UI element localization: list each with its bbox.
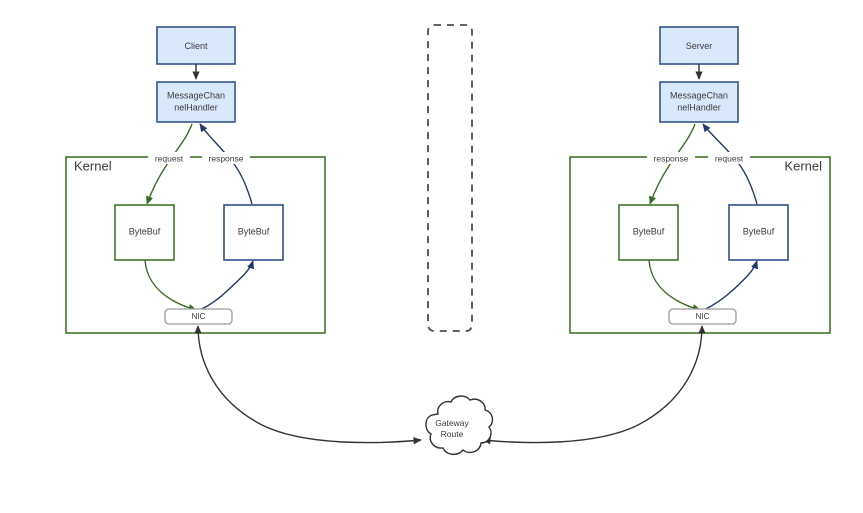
right-request-label: request	[715, 153, 744, 163]
left-bytebuf-request-box[interactable]	[114, 204, 175, 261]
cloud-shape[interactable]	[425, 395, 494, 455]
left-bytebuf-response-node[interactable]: ByteBuf	[223, 204, 284, 261]
right-response-flow-arrow	[649, 123, 696, 205]
right-bytebuf-to-nic-arrow	[648, 259, 701, 312]
right-request-label-bg	[708, 152, 750, 164]
left-handler-box[interactable]	[156, 81, 236, 123]
right-request-edge-label-group: request	[708, 152, 750, 164]
gateway-route-cloud-node[interactable]: Gateway Route	[425, 395, 494, 455]
left-message-channel-handler-node[interactable]: MessageChan nelHandler	[156, 81, 236, 123]
right-kernel-group: Kernel	[569, 156, 831, 334]
left-request-flow-arrow	[146, 123, 193, 205]
left-nic-box[interactable]	[164, 308, 233, 325]
right-handler-label-line2: nelHandler	[677, 102, 721, 112]
left-response-label: response	[209, 153, 244, 163]
left-bytebuf-request-label: ByteBuf	[129, 226, 161, 236]
server-box[interactable]	[659, 26, 739, 65]
left-kernel-label: Kernel	[74, 158, 112, 173]
gateway-cloud-label-line2: Route	[441, 429, 464, 439]
right-bytebuf-request-node[interactable]: ByteBuf	[728, 204, 789, 261]
left-nic-to-gateway-link	[194, 325, 422, 445]
left-nic-label: NIC	[192, 312, 206, 321]
left-handler-label-line1: MessageChan	[167, 90, 225, 100]
server-node[interactable]: Server	[659, 26, 739, 65]
right-bytebuf-request-box[interactable]	[728, 204, 789, 261]
right-bytebuf-response-box[interactable]	[618, 204, 679, 261]
client-box[interactable]	[156, 26, 236, 65]
right-handler-box[interactable]	[659, 81, 739, 123]
left-response-label-bg	[202, 152, 250, 164]
right-kernel-label: Kernel	[784, 158, 822, 173]
right-bytebuf-response-label: ByteBuf	[633, 226, 665, 236]
right-nic-box[interactable]	[668, 308, 737, 325]
client-label: Client	[184, 41, 208, 51]
left-kernel-box	[65, 156, 326, 334]
right-response-label: response	[654, 153, 689, 163]
right-bytebuf-response-node[interactable]: ByteBuf	[618, 204, 679, 261]
right-nic-to-bytebuf-arrow	[703, 260, 759, 311]
right-nic-label: NIC	[696, 312, 710, 321]
center-dashed-placeholder-box	[427, 24, 473, 332]
left-nic-to-bytebuf-arrow	[199, 260, 255, 311]
left-request-edge-label-group: request	[148, 152, 190, 164]
left-request-label-bg	[148, 152, 190, 164]
right-bytebuf-request-label: ByteBuf	[743, 226, 775, 236]
server-label: Server	[686, 41, 713, 51]
right-handler-label-line1: MessageChan	[670, 90, 728, 100]
client-node[interactable]: Client	[156, 26, 236, 65]
left-bytebuf-response-label: ByteBuf	[238, 226, 270, 236]
left-bytebuf-request-node[interactable]: ByteBuf	[114, 204, 175, 261]
left-request-label: request	[155, 153, 184, 163]
right-message-channel-handler-node[interactable]: MessageChan nelHandler	[659, 81, 739, 123]
right-nic-node[interactable]: NIC	[668, 308, 737, 325]
right-response-edge-label-group: response	[647, 152, 695, 164]
left-kernel-group: Kernel	[65, 156, 326, 334]
left-bytebuf-to-nic-arrow	[144, 259, 197, 312]
left-handler-label-line2: nelHandler	[174, 102, 218, 112]
left-response-edge-label-group: response	[202, 152, 250, 164]
left-bytebuf-response-box[interactable]	[223, 204, 284, 261]
left-nic-node[interactable]: NIC	[164, 308, 233, 325]
right-kernel-box	[569, 156, 831, 334]
gateway-cloud-label-line1: Gateway	[435, 418, 469, 428]
right-response-label-bg	[647, 152, 695, 164]
right-nic-to-gateway-link	[482, 325, 706, 445]
